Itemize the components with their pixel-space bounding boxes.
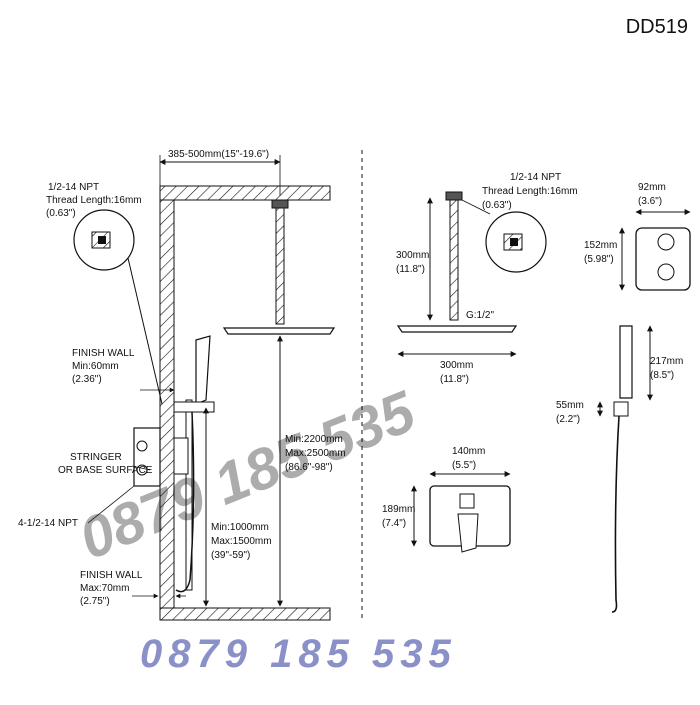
floor-hatch (159, 607, 331, 621)
svg-text:(7.4"): (7.4") (382, 518, 406, 529)
arm-drop-label: 300mm (11.8") (396, 250, 429, 275)
stringer-label: STRINGER OR BASE SURFACE (58, 452, 153, 476)
box-width-label: 92mm (3.6") (638, 182, 666, 207)
npt-valve-label: 4-1/2-14 NPT (18, 518, 78, 529)
svg-text:Min:2200mm: Min:2200mm (285, 434, 343, 445)
shower-hose-right (611, 415, 620, 613)
svg-text:Max:2500mm: Max:2500mm (285, 448, 346, 459)
svg-text:(2.36"): (2.36") (72, 374, 102, 385)
svg-text:Thread Length:16mm: Thread Length:16mm (482, 186, 578, 197)
connector-label: G:1/2" (466, 310, 494, 321)
ceiling-flange (271, 199, 289, 209)
head-height-label: Min:2200mm Max:2500mm (86.6"-98") (285, 434, 346, 473)
box-height-label: 152mm (5.98") (584, 240, 617, 265)
hand-shower-right (619, 325, 633, 399)
svg-text:300mm: 300mm (396, 250, 429, 261)
svg-text:92mm: 92mm (638, 182, 666, 193)
finish-wall-bottom-label: FINISH WALL Max:70mm (2.75") (80, 570, 143, 607)
svg-text:Min:60mm: Min:60mm (72, 361, 119, 372)
plate-width-label: 140mm (5.5") (452, 446, 485, 471)
hand-shower-left (195, 335, 211, 405)
svg-text:(11.8"): (11.8") (396, 264, 425, 275)
rain-head-right (396, 325, 518, 333)
valve-height-label: Min:1000mm Max:1500mm (39"-59") (211, 522, 272, 561)
svg-text:(39"-59"): (39"-59") (211, 550, 250, 561)
rain-head-left (222, 327, 336, 335)
svg-text:FINISH WALL: FINISH WALL (72, 348, 135, 359)
thread-top-label: 1/2-14 NPT Thread Length:16mm (0.63") (46, 182, 142, 219)
svg-text:(5.98"): (5.98") (584, 254, 614, 265)
arm-length-label: 385-500mm(15"-19.6") (168, 149, 269, 160)
valve-box (635, 227, 691, 291)
svg-text:217mm: 217mm (650, 356, 683, 367)
holder-height-label: 55mm (2.2") (556, 400, 584, 425)
svg-text:Thread Length:16mm: Thread Length:16mm (46, 195, 142, 206)
drop-arm-right (449, 199, 459, 321)
thread-right-label: 1/2-14 NPT Thread Length:16mm (0.63") (482, 172, 578, 211)
svg-text:OR BASE SURFACE: OR BASE SURFACE (58, 465, 153, 476)
svg-text:(86.6"-98"): (86.6"-98") (285, 462, 333, 473)
ceiling-arm (275, 207, 285, 325)
svg-text:Max:70mm: Max:70mm (80, 583, 129, 594)
ceiling-hatch (159, 185, 331, 201)
svg-text:140mm: 140mm (452, 446, 485, 457)
svg-text:300mm: 300mm (440, 360, 473, 371)
shower-hose-left (175, 411, 195, 593)
svg-text:STRINGER: STRINGER (70, 452, 122, 463)
plate-height-label: 189mm (7.4") (382, 504, 415, 529)
svg-text:(0.63"): (0.63") (482, 200, 512, 211)
bottom-phone: 0879 185 535 (140, 632, 457, 676)
svg-text:Min:1000mm: Min:1000mm (211, 522, 269, 533)
svg-text:(0.63"): (0.63") (46, 208, 76, 219)
svg-text:1/2-14 NPT: 1/2-14 NPT (510, 172, 561, 183)
svg-text:55mm: 55mm (556, 400, 584, 411)
head-width-label: 300mm (11.8") (440, 360, 473, 385)
valve-body-left (133, 427, 161, 487)
hand-height-label: 217mm (8.5") (650, 356, 683, 381)
svg-text:189mm: 189mm (382, 504, 415, 515)
model-code: DD519 (625, 16, 688, 38)
svg-text:(3.6"): (3.6") (638, 196, 662, 207)
svg-text:FINISH WALL: FINISH WALL (80, 570, 143, 581)
svg-text:(2.75"): (2.75") (80, 596, 110, 607)
svg-text:(8.5"): (8.5") (650, 370, 674, 381)
finish-wall-top-label: FINISH WALL Min:60mm (2.36") (72, 348, 135, 385)
wall-hatch (159, 199, 175, 609)
svg-text:(11.8"): (11.8") (440, 374, 469, 385)
svg-text:1/2-14 NPT: 1/2-14 NPT (48, 182, 99, 193)
svg-text:(5.5"): (5.5") (452, 460, 476, 471)
svg-text:Max:1500mm: Max:1500mm (211, 536, 272, 547)
svg-text:(2.2"): (2.2") (556, 414, 580, 425)
slide-bar (185, 399, 193, 591)
svg-text:152mm: 152mm (584, 240, 617, 251)
